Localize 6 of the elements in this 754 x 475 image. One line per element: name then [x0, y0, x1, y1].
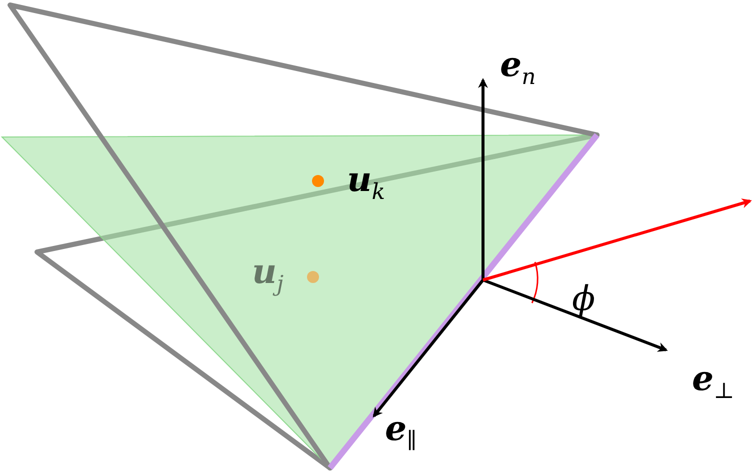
vector-label: e$_{n}$: [500, 48, 536, 89]
point-label: u$_{k}$: [347, 163, 386, 204]
point-label: u$_{j}$: [252, 255, 284, 296]
angle-label: ϕ: [572, 282, 596, 316]
vector-label: e$_{⊥}$: [692, 362, 734, 403]
vector-label: e$_{∥}$: [385, 412, 417, 453]
